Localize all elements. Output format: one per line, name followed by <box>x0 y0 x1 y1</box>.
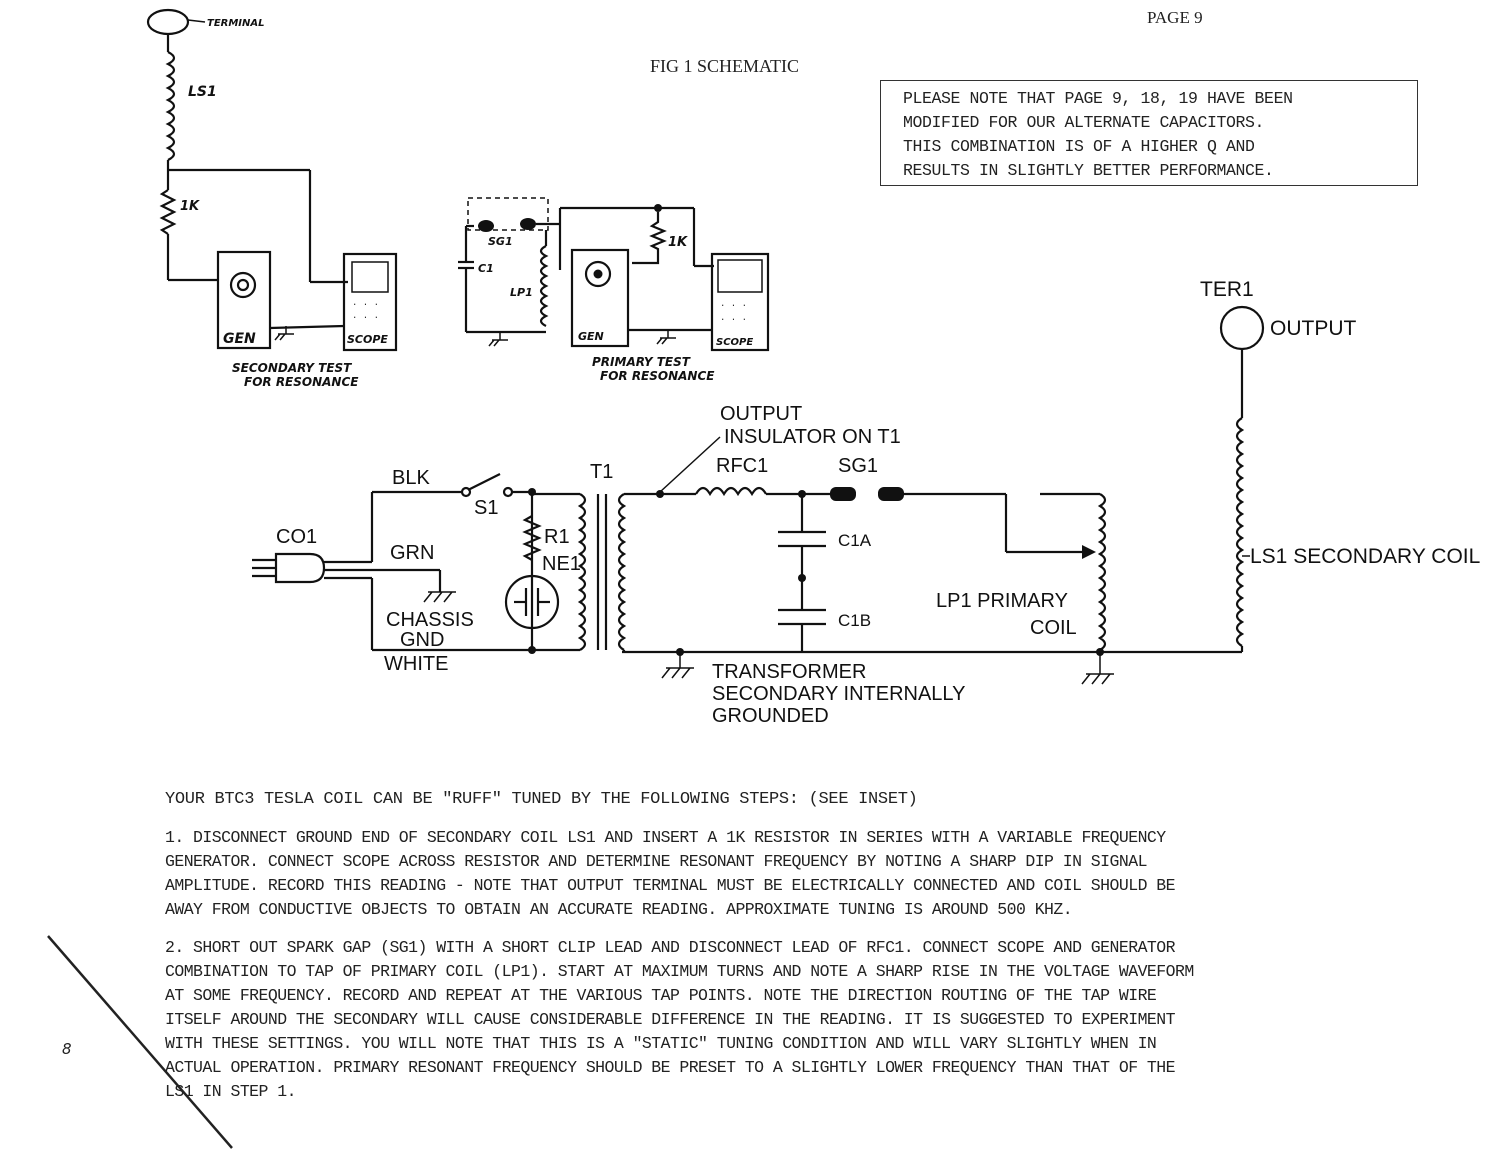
inset-1k-label: 1K <box>180 199 200 214</box>
xfmr-label-2: SECONDARY INTERNALLY <box>712 683 965 705</box>
margin-page-mark: 8 <box>62 1040 72 1058</box>
inset-1k-label-2: 1K <box>668 235 688 250</box>
inset-gap-electrode <box>478 220 494 232</box>
inset-lp1-label: LP1 <box>510 286 533 299</box>
ls1-secondary-coil <box>1235 417 1245 647</box>
lp1-label-1: LP1 PRIMARY <box>936 590 1068 612</box>
inset-generator <box>216 250 272 350</box>
co1-plug <box>274 552 326 584</box>
xfmr-label-3: GROUNDED <box>712 705 829 727</box>
inset-secondary-caption-2: FOR RESONANCE <box>244 375 359 389</box>
xfmr-label-1: TRANSFORMER <box>712 661 866 683</box>
output-label: OUTPUT <box>1270 317 1357 340</box>
svg-text:. . .: . . . <box>720 313 747 323</box>
rfc1-choke <box>695 486 767 497</box>
chassis-label-2: GND <box>400 629 444 651</box>
inset-gap-electrode <box>520 218 536 230</box>
ground-symbol <box>661 652 694 679</box>
inset-primary-caption-2: FOR RESONANCE <box>600 369 715 383</box>
main-schematic: TER1 OUTPUT LS1 SECONDARY COIL OUTPUT IN… <box>252 278 1480 727</box>
blk-label: BLK <box>392 467 430 489</box>
chassis-ground-symbol <box>423 591 456 603</box>
insulator-label-2: INSULATOR ON T1 <box>724 426 901 448</box>
ne1-neon-lamp <box>504 574 560 630</box>
inset-1k-resistor-2 <box>632 212 667 265</box>
step2-line: LS1 IN STEP 1. <box>165 1082 296 1101</box>
grn-label: GRN <box>390 542 434 564</box>
step1-line: AMPLITUDE. RECORD THIS READING - NOTE TH… <box>165 876 1176 895</box>
spark-gap-electrode <box>830 487 856 501</box>
inset-generator-2 <box>570 248 630 348</box>
inset-scope-label-2: SCOPE <box>716 337 753 348</box>
inset-secondary-caption-1: SECONDARY TEST <box>232 361 352 375</box>
co1-label: CO1 <box>276 526 317 548</box>
primary-test-inset: SG1 C1 LP1 1K GEN . . . . . . SCOPE PRIM… <box>458 197 770 383</box>
ter1-label: TER1 <box>1200 278 1254 301</box>
step1-line: 1. DISCONNECT GROUND END OF SECONDARY CO… <box>165 828 1166 847</box>
spark-gap-electrode <box>878 487 904 501</box>
margin-diagonal-line <box>47 935 233 1149</box>
inset-primary-caption-1: PRIMARY TEST <box>592 355 691 369</box>
step2-line: AT SOME FREQUENCY. RECORD AND REPEAT AT … <box>165 986 1157 1005</box>
svg-text:. . .: . . . <box>352 298 379 308</box>
rfc1-label: RFC1 <box>716 455 768 477</box>
lp1-label-2: COIL <box>1030 617 1077 639</box>
white-label: WHITE <box>384 653 448 675</box>
ground-symbol <box>1081 652 1114 685</box>
ls1-label: LS1 SECONDARY COIL <box>1250 545 1480 568</box>
r1-label: R1 <box>544 526 570 548</box>
inset-gen-label: GEN <box>223 331 256 347</box>
c1b-label: C1B <box>838 611 871 630</box>
svg-text:. . .: . . . <box>352 311 379 321</box>
inset-lp1-coil <box>539 245 549 327</box>
terminal-symbol <box>146 8 190 36</box>
notice-line: THIS COMBINATION IS OF A HIGHER Q AND <box>903 137 1255 156</box>
notice-line: PLEASE NOTE THAT PAGE 9, 18, 19 HAVE BEE… <box>903 89 1293 108</box>
t1-secondary-winding <box>617 493 627 651</box>
step1-line: GENERATOR. CONNECT SCOPE ACROSS RESISTOR… <box>165 852 1147 871</box>
inset-ls1-coil <box>165 51 176 161</box>
inset-gen-label-2: GEN <box>578 330 604 343</box>
page-number: PAGE 9 <box>1147 8 1203 27</box>
r1-resistor <box>522 515 542 561</box>
ne1-label: NE1 <box>542 553 581 575</box>
notice-line: RESULTS IN SLIGHTLY BETTER PERFORMANCE. <box>903 161 1274 180</box>
svg-text:. . .: . . . <box>720 299 747 309</box>
inset-c1-label: C1 <box>478 262 494 275</box>
inset-1k-resistor <box>159 189 177 235</box>
step2-line: WITH THESE SETTINGS. YOU WILL NOTE THAT … <box>165 1034 1157 1053</box>
s1-label: S1 <box>474 497 498 519</box>
inset-terminal-label: TERMINAL <box>207 18 265 29</box>
tuning-intro: YOUR BTC3 TESLA COIL CAN BE "RUFF" TUNED… <box>165 790 918 809</box>
inset-sg1-label: SG1 <box>488 235 513 248</box>
inset-scope <box>342 252 398 352</box>
notice-line: MODIFIED FOR OUR ALTERNATE CAPACITORS. <box>903 113 1265 132</box>
c1a-label: C1A <box>838 531 872 550</box>
notice-box: PLEASE NOTE THAT PAGE 9, 18, 19 HAVE BEE… <box>880 80 1418 186</box>
step1-line: AWAY FROM CONDUCTIVE OBJECTS TO OBTAIN A… <box>165 900 1073 919</box>
step2-line: 2. SHORT OUT SPARK GAP (SG1) WITH A SHOR… <box>165 938 1176 957</box>
step2-line: COMBINATION TO TAP OF PRIMARY COIL (LP1)… <box>165 962 1194 981</box>
t1-primary-winding <box>577 493 587 651</box>
insulator-label-1: OUTPUT <box>720 403 802 425</box>
inset-scope-label: SCOPE <box>347 333 388 346</box>
inset-ls1-label: LS1 <box>188 84 217 100</box>
lp1-primary-coil <box>1097 493 1107 651</box>
tap-arrow <box>1082 545 1096 559</box>
t1-label: T1 <box>590 461 613 483</box>
step2-line: ACTUAL OPERATION. PRIMARY RESONANT FREQU… <box>165 1058 1176 1077</box>
figure-title: FIG 1 SCHEMATIC <box>650 56 800 76</box>
inset-scope-2 <box>710 252 770 352</box>
sg1-label: SG1 <box>838 455 878 477</box>
chassis-label-1: CHASSIS <box>386 609 474 631</box>
secondary-test-inset: TERMINAL LS1 1K GEN . . . . . . SCOPE SE… <box>146 8 398 389</box>
step2-line: ITSELF AROUND THE SECONDARY WILL CAUSE C… <box>165 1010 1176 1029</box>
output-terminal <box>1219 305 1265 351</box>
